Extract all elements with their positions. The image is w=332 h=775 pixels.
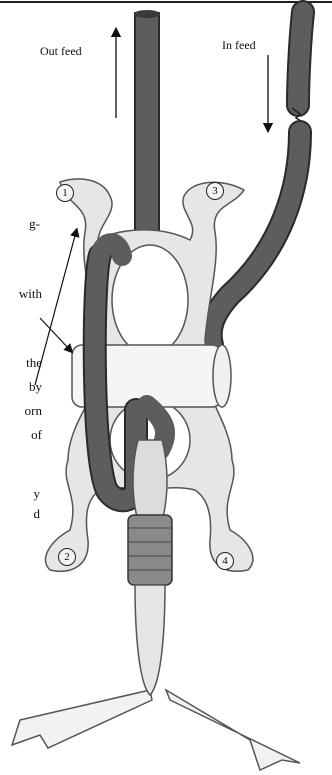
text-fragment-2: with [19,286,42,301]
in-feed-label: In feed [222,38,256,52]
marker-3: 3 [206,182,224,200]
marker-1: 1 [56,184,74,202]
marker-2: 2 [58,548,76,566]
text-fragment-1: g- [29,216,40,231]
out-feed-label: Out feed [40,44,82,58]
text-fragment-6: of [31,427,42,442]
in-feed-rope [211,12,306,345]
text-fragment-4: by [29,379,42,394]
text-fragment-3: the [26,355,42,370]
text-fragment-8: d [34,506,41,521]
text-fragment-5: orn [25,403,42,418]
pointer-to-barrel [40,318,70,350]
sling [12,690,300,770]
text-fragment-7: y [34,486,41,501]
carabiner [128,440,172,695]
marker-4: 4 [216,552,234,570]
